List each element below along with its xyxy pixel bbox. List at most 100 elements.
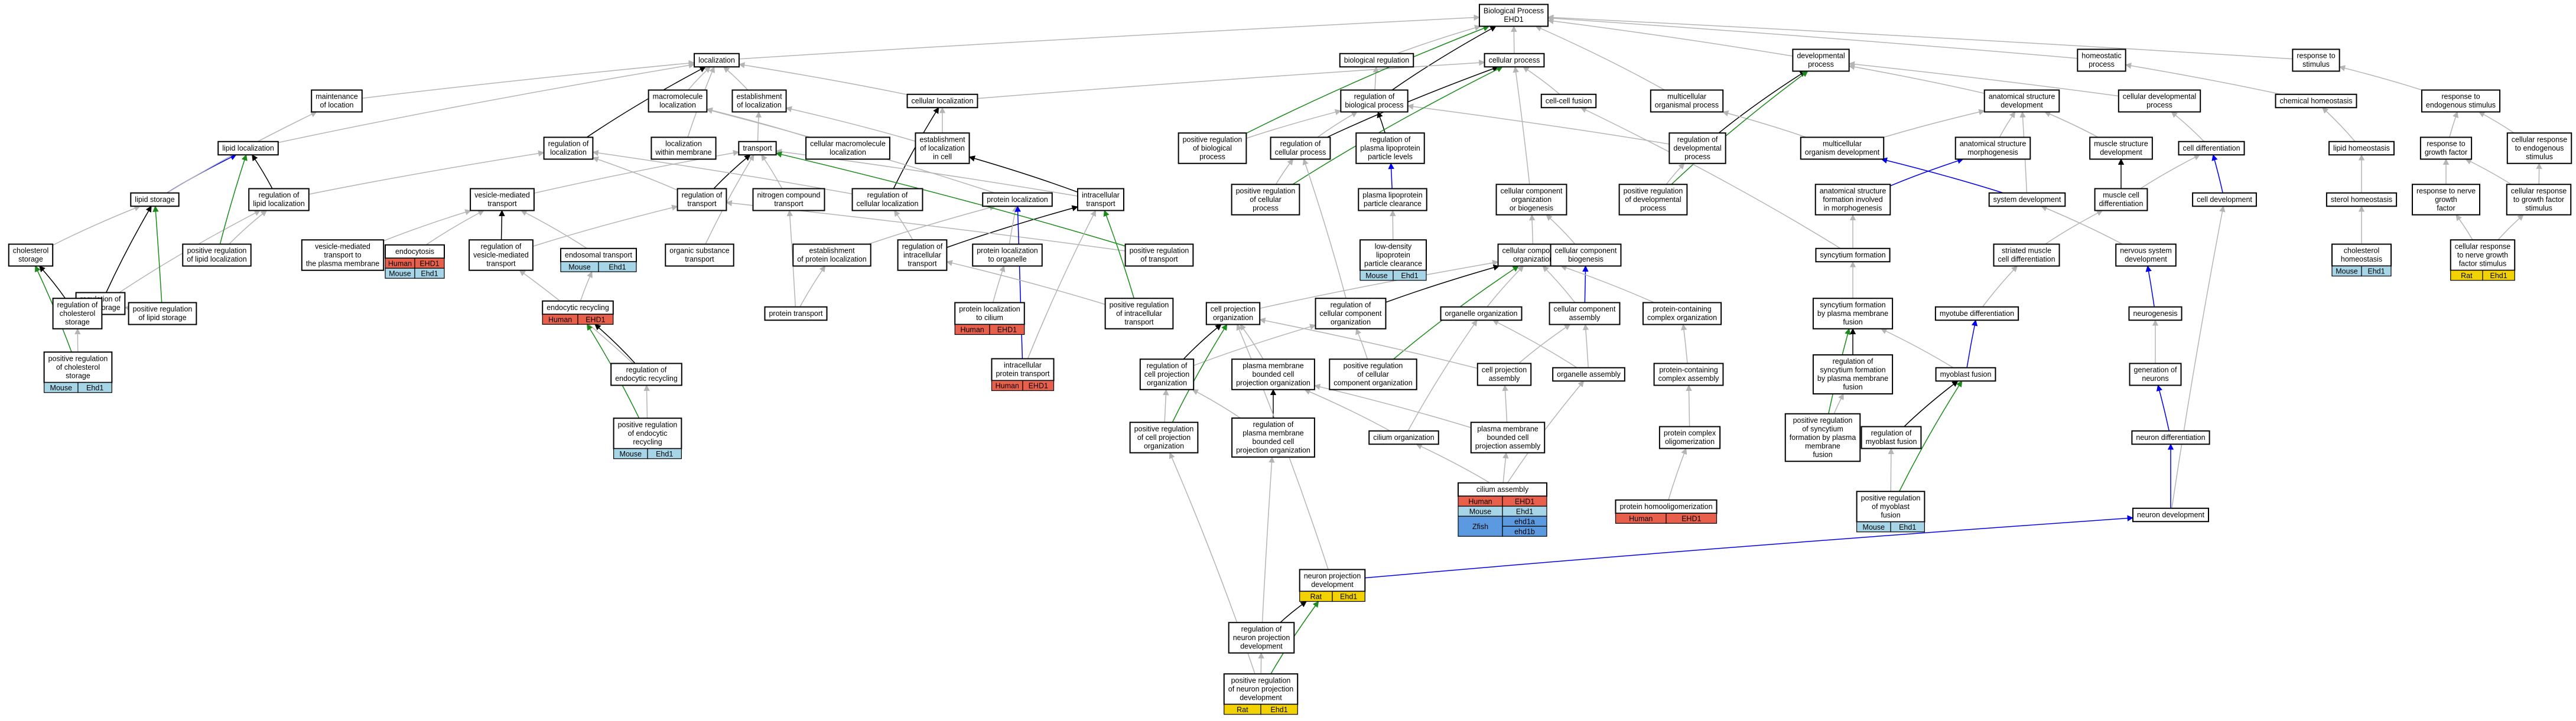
gene-symbol[interactable]: Ehd1: [1340, 593, 1357, 601]
go-term-node[interactable]: sterol homeostasis: [2325, 192, 2398, 207]
gene-symbol[interactable]: Ehd1: [2367, 267, 2385, 276]
gene-symbol[interactable]: EHD1: [1515, 497, 1534, 505]
gene-symbol[interactable]: ehd1a: [1514, 517, 1535, 526]
gene-symbol[interactable]: EHD1: [1681, 514, 1701, 523]
go-term-node[interactable]: cell development: [2192, 192, 2257, 207]
gene-symbol[interactable]: Ehd1: [1401, 272, 1418, 280]
go-term-node[interactable]: protein localization: [982, 192, 1053, 207]
gene-symbol[interactable]: Ehd1: [2490, 272, 2507, 280]
gene-symbol[interactable]: Ehd1: [1899, 523, 1916, 531]
go-term-node[interactable]: cilium organization: [1368, 430, 1439, 445]
go-term-node[interactable]: organelle organization: [1440, 306, 1523, 321]
go-term-node[interactable]: lipid homeostasis: [2328, 141, 2395, 156]
gene-symbol[interactable]: Ehd1: [656, 450, 673, 458]
go-term-node[interactable]: neuron differentiation: [2131, 430, 2210, 445]
gene-symbol[interactable]: Ehd1: [421, 269, 438, 278]
go-term-node[interactable]: transport: [738, 141, 777, 156]
go-term-node[interactable]: myoblast fusion: [1935, 367, 1996, 382]
go-term-node[interactable]: cellular localization: [906, 93, 978, 109]
go-term-node[interactable]: cell differentiation: [2178, 141, 2245, 156]
go-term-node[interactable]: organelle assembly: [1552, 367, 1625, 382]
go-term-node[interactable]: biological regulation: [1339, 53, 1414, 68]
go-term-node[interactable]: system development: [1988, 192, 2066, 207]
gene-symbol[interactable]: Ehd1: [609, 263, 626, 271]
go-term-node[interactable]: protein transport: [764, 306, 828, 321]
gene-symbol[interactable]: EHD1: [586, 315, 605, 324]
go-term-node[interactable]: chemical homeostasis: [2275, 93, 2357, 109]
gene-symbol[interactable]: EHD1: [1029, 382, 1048, 390]
go-term-node[interactable]: cellular process: [1484, 53, 1545, 68]
gene-symbol[interactable]: Ehd1: [1516, 507, 1533, 516]
go-term-node[interactable]: localization: [694, 53, 740, 68]
gene-symbol[interactable]: Ehd1: [86, 384, 103, 392]
